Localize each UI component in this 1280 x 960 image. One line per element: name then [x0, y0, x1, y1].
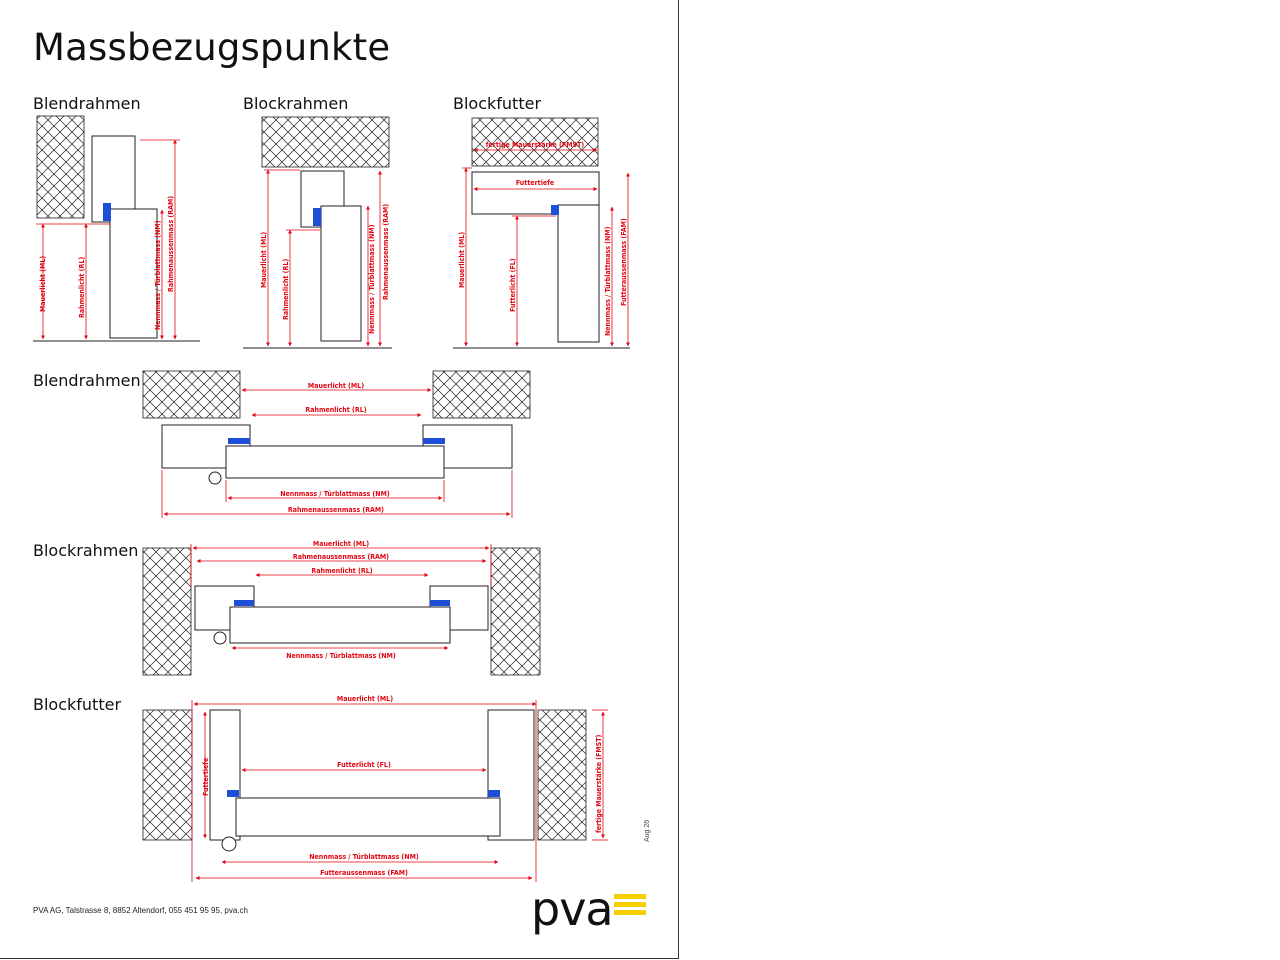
- dim-label: Mauerlicht (ML): [337, 695, 393, 703]
- dim-label: Mauerlicht (ML): [313, 540, 369, 548]
- dim-label: Rahmenaussenmass (RAM): [382, 204, 390, 300]
- seal-left: [234, 600, 254, 606]
- dim-label: Nennmass / Türblattmass (NM): [286, 652, 396, 660]
- seal: [551, 205, 559, 215]
- dim-label: Rahmenlicht (RL): [78, 257, 86, 318]
- heading-top-blockfutter: Blockfutter: [453, 94, 542, 113]
- hinge: [208, 471, 222, 485]
- company-address: PVA AG, Talstrasse 8, 8852 Altendorf, 05…: [33, 906, 248, 915]
- pva-logo-bars-icon: [614, 894, 646, 916]
- dim-label: Nennmass / Türblattmass (NM): [604, 226, 612, 336]
- door-leaf: [225, 445, 445, 479]
- heading-blockrahmen: Blockrahmen: [33, 541, 139, 560]
- hinge: [213, 631, 227, 645]
- seal-right: [423, 438, 445, 444]
- seal-left: [228, 438, 250, 444]
- pva-logo-text: pva: [531, 882, 614, 936]
- top-blockrahmen-drawing: Mauerlicht (ML) Rahmenlicht (RL) Nennmas…: [243, 116, 392, 349]
- heading-top-blockrahmen: Blockrahmen: [243, 94, 349, 113]
- dim-label: Nennmass / Türblattmass (NM): [309, 853, 419, 861]
- dim-label: fertige Mauerstärke (FMST): [595, 735, 603, 833]
- wall-hatch-left: [142, 370, 241, 419]
- dim-label: Rahmenaussenmass (RAM): [167, 196, 175, 292]
- seal-right: [430, 600, 450, 606]
- door-leaf: [109, 208, 158, 339]
- dim-label: Mauerlicht (ML): [260, 232, 268, 288]
- dim-label: Futtertiefe: [202, 758, 210, 796]
- page-title: Massbezugspunkte: [33, 26, 391, 69]
- dim-label: Nennmass / Türblattmass (NM): [280, 490, 390, 498]
- door-leaf: [557, 204, 600, 343]
- heading-blockfutter: Blockfutter: [33, 695, 122, 714]
- frame-profile: [91, 135, 136, 223]
- wall-hatch-left: [142, 709, 193, 841]
- seal-right: [488, 790, 500, 797]
- revision-date: Aug 26: [644, 819, 651, 842]
- wall-hatch-right: [490, 547, 541, 676]
- wall-hatch-right: [537, 709, 587, 841]
- dim-label: Rahmenlicht (RL): [282, 259, 290, 320]
- wall-hatch: [471, 117, 599, 167]
- seal-left: [227, 790, 239, 797]
- dim-label: Rahmenlicht (RL): [305, 406, 366, 414]
- seal: [313, 208, 321, 226]
- hinge: [221, 836, 237, 852]
- dim-label: Nennmass / Türblattmass (NM): [368, 224, 376, 334]
- blockrahmen-drawing: Mauerlicht (ML) Rahmenaussenmass (RAM) R…: [142, 540, 541, 676]
- top-blockfutter-drawing: fertige Mauerstärke (FMST) Futtertiefe M…: [453, 117, 630, 349]
- dim-label: Mauerlicht (ML): [308, 382, 364, 390]
- dim-label: fertige Mauerstärke (FMST): [486, 141, 584, 149]
- dim-label: Mauerlicht (ML): [458, 232, 466, 288]
- heading-blendrahmen: Blendrahmen: [33, 371, 141, 390]
- dim-label: Futtertiefe: [516, 179, 554, 187]
- dim-label: Rahmenaussenmass (RAM): [293, 553, 389, 561]
- drawing-sheet: Massbezugspunkte Blendrahmen Blockrahmen…: [0, 0, 679, 959]
- door-leaf: [235, 797, 501, 837]
- dim-label: Mauerlicht (ML): [39, 256, 47, 312]
- wall-hatch-right: [432, 370, 531, 419]
- top-blendrahmen-drawing: Mauerlicht (ML) Rahmenlicht (RL) Nennmas…: [33, 115, 200, 342]
- dim-label: Futterlicht (FL): [337, 761, 391, 769]
- wall-hatch-left: [142, 547, 192, 676]
- blendrahmen-drawing: Mauerlicht (ML) Rahmenlicht (RL) Nennmas…: [142, 370, 531, 518]
- blockfutter-drawing: Mauerlicht (ML) Futterlicht (FL) Nennmas…: [142, 695, 608, 882]
- lining-left: [209, 709, 241, 841]
- wall-hatch: [36, 115, 85, 219]
- dim-label: Nennmass / Türblattmass (NM): [154, 220, 162, 330]
- dim-label: Futteraussenmass (FAM): [320, 869, 408, 877]
- technical-drawings: Mauerlicht (ML) Rahmenlicht (RL) Nennmas…: [33, 115, 630, 882]
- dim-label: Rahmenlicht (RL): [311, 567, 372, 575]
- dim-label: Rahmenaussenmass (RAM): [288, 506, 384, 514]
- dim-label: Futterlicht (FL): [509, 258, 517, 312]
- wall-hatch: [261, 116, 390, 168]
- door-leaf: [229, 606, 451, 644]
- heading-top-blendrahmen: Blendrahmen: [33, 94, 141, 113]
- seal: [103, 203, 111, 221]
- door-leaf: [320, 205, 362, 342]
- dim-label: Futteraussenmass (FAM): [620, 218, 628, 306]
